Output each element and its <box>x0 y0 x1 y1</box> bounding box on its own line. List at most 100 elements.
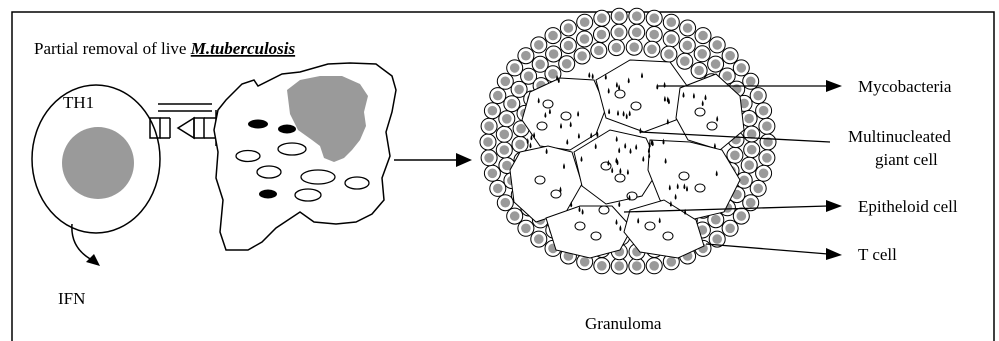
t-cell <box>741 157 757 173</box>
th1-cell: TH1 <box>32 85 160 233</box>
epitheloid-nucleus <box>707 122 717 130</box>
epitheloid-nucleus <box>535 176 545 184</box>
epitheloid-nucleus <box>615 174 625 182</box>
epitheloid-nucleus <box>551 190 561 198</box>
t-cell <box>546 46 562 62</box>
ifn-arrow-head <box>86 254 100 266</box>
caption-organism: M.tuberculosis <box>190 39 296 58</box>
t-cell <box>626 39 642 55</box>
phagosome <box>278 143 306 155</box>
granuloma <box>480 8 776 274</box>
label-giant-cell-line1: Multinucleated <box>848 127 951 146</box>
t-cell <box>577 31 593 47</box>
t-cell <box>577 14 593 30</box>
epitheloid-nucleus <box>537 122 547 130</box>
t-cell <box>507 208 523 224</box>
epitheloid-nucleus <box>631 102 641 110</box>
bacterium-live <box>278 125 296 134</box>
t-cell <box>722 48 738 64</box>
t-cell <box>759 118 775 134</box>
epitheloid-nucleus <box>599 206 609 214</box>
bacterium-live <box>259 190 277 199</box>
bacterium-live <box>248 120 268 129</box>
t-cell <box>496 142 512 158</box>
t-cell <box>497 195 513 211</box>
t-cell <box>756 165 772 181</box>
t-cell <box>694 46 710 62</box>
epitheloid-nucleus <box>561 112 571 120</box>
t-cell <box>722 220 738 236</box>
progression-arrow-head <box>456 153 472 167</box>
t-cell <box>531 37 547 53</box>
caption-prefix: Partial removal of live <box>34 39 191 58</box>
t-cell <box>560 20 576 36</box>
t-cell <box>490 88 506 104</box>
t-cell <box>677 53 693 69</box>
t-cell <box>695 28 711 44</box>
t-cell <box>545 28 561 44</box>
macrophage <box>214 63 396 250</box>
phagosome <box>345 177 369 189</box>
t-cell <box>484 165 500 181</box>
t-cell <box>504 96 520 112</box>
t-cell <box>663 14 679 30</box>
epitheloid-nucleus <box>591 232 601 240</box>
epitheloid-nucleus <box>695 108 705 116</box>
t-cell <box>644 41 660 57</box>
epitheloid-nucleus <box>663 232 673 240</box>
t-cell <box>559 56 575 72</box>
t-cell <box>591 43 607 59</box>
t-cell <box>629 8 645 24</box>
callout-arrowhead <box>826 248 842 260</box>
epitheloid-nucleus <box>695 184 705 192</box>
t-cell <box>611 24 627 40</box>
phagosome <box>236 151 260 162</box>
t-cell <box>518 220 534 236</box>
callout-arrowhead <box>826 80 842 92</box>
epitheloid-nucleus <box>645 222 655 230</box>
epitheloid-nucleus <box>543 100 553 108</box>
t-cell <box>756 103 772 119</box>
t-cell <box>733 60 749 76</box>
t-cell <box>499 111 515 127</box>
t-cell <box>708 56 724 72</box>
th1-label: TH1 <box>63 93 94 112</box>
epitheloid-nucleus <box>615 90 625 98</box>
t-cell <box>611 258 627 274</box>
t-cell <box>594 258 610 274</box>
label-mycobacteria: Mycobacteria <box>858 77 952 96</box>
t-cell <box>743 73 759 89</box>
t-cell <box>646 27 662 43</box>
phagosome <box>295 189 321 201</box>
t-cell <box>611 8 627 24</box>
t-cell <box>663 31 679 47</box>
t-cell <box>594 10 610 26</box>
t-cell <box>744 126 760 142</box>
t-cell <box>744 142 760 158</box>
t-cell <box>574 48 590 64</box>
t-cell <box>512 136 528 152</box>
t-cell <box>594 27 610 43</box>
t-cell <box>727 147 743 163</box>
t-cell <box>680 20 696 36</box>
t-cell <box>490 180 506 196</box>
t-cell <box>691 63 707 79</box>
ifn-label: IFN <box>58 289 85 308</box>
epitheloid-nucleus <box>575 222 585 230</box>
t-cell <box>750 180 766 196</box>
t-cell <box>679 37 695 53</box>
t-cell <box>531 231 547 247</box>
phagosome <box>257 166 281 178</box>
epitheloid-nucleus <box>601 162 611 170</box>
t-cell <box>480 134 496 150</box>
t-cell <box>496 126 512 142</box>
t-cell <box>733 208 749 224</box>
epitheloid-nucleus <box>679 172 689 180</box>
t-cell <box>629 24 645 40</box>
t-cell <box>560 38 576 54</box>
t-cell <box>484 103 500 119</box>
t-cell <box>481 118 497 134</box>
th1-nucleus <box>62 127 134 199</box>
t-cell <box>518 48 534 64</box>
